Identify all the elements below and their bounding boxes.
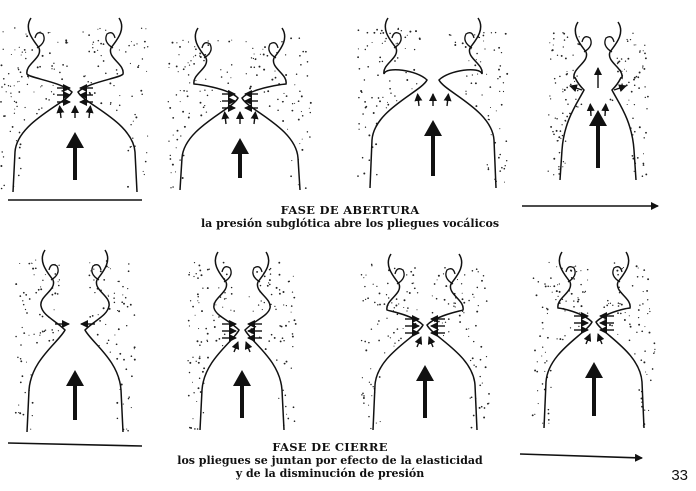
opening-title: FASE DE ABERTURA	[160, 203, 540, 217]
vocal-fold-figure-1	[13, 18, 137, 192]
vocal-fold-figure-2	[180, 28, 300, 190]
vocal-fold-figure-3	[370, 18, 496, 188]
page-number: 33	[671, 467, 688, 484]
closing-title: FASE DE CIERRE	[130, 440, 530, 454]
opening-caption: FASE DE ABERTURA la presión subglótica a…	[160, 203, 540, 230]
opening-subtitle: la presión subglótica abre los pliegues …	[160, 217, 540, 230]
closing-caption: FASE DE CIERRE los pliegues se juntan po…	[130, 440, 530, 480]
vocal-fold-figure-7	[373, 254, 477, 430]
vocal-fold-figure-4	[560, 22, 636, 180]
vocal-fold-figure-6	[200, 252, 284, 430]
closing-sequence-arrow	[520, 454, 642, 458]
closing-baseline	[8, 443, 142, 446]
closing-subtitle-line2: y de la disminución de presión	[130, 467, 530, 480]
closing-subtitle-line1: los pliegues se juntan por efecto de la …	[130, 454, 530, 467]
